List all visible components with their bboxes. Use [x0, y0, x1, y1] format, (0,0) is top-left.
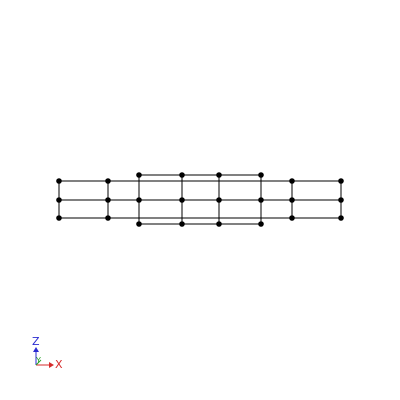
mesh-node[interactable]	[258, 197, 264, 203]
mesh-node[interactable]	[56, 215, 62, 221]
mesh-node[interactable]	[56, 197, 62, 203]
mesh-node[interactable]	[338, 215, 344, 221]
mesh-node[interactable]	[289, 197, 295, 203]
z-axis-arrowhead	[33, 347, 39, 352]
mesh-node[interactable]	[216, 172, 222, 178]
mesh-node[interactable]	[136, 221, 142, 227]
y-axis-arrow	[35, 359, 42, 366]
mesh-node[interactable]	[105, 215, 111, 221]
mesh-node[interactable]	[56, 178, 62, 184]
mesh-node[interactable]	[258, 221, 264, 227]
mesh-node[interactable]	[136, 172, 142, 178]
mesh-node[interactable]	[216, 221, 222, 227]
mesh-node[interactable]	[338, 197, 344, 203]
mesh-node[interactable]	[258, 172, 264, 178]
x-axis-arrowhead	[49, 362, 54, 368]
mesh-node[interactable]	[179, 197, 185, 203]
mesh-node[interactable]	[105, 178, 111, 184]
axis-triad: Z Y X	[32, 335, 63, 371]
mesh-node[interactable]	[179, 221, 185, 227]
z-axis-label: Z	[32, 335, 40, 348]
mesh-node[interactable]	[216, 197, 222, 203]
mesh-node[interactable]	[105, 197, 111, 203]
mesh-node[interactable]	[136, 197, 142, 203]
wireframe-mesh	[56, 172, 344, 227]
mesh-node[interactable]	[289, 178, 295, 184]
x-axis-label: X	[55, 358, 63, 371]
mesh-node[interactable]	[179, 172, 185, 178]
y-axis-label: Y	[35, 356, 41, 365]
mesh-node[interactable]	[289, 215, 295, 221]
mesh-node[interactable]	[338, 178, 344, 184]
